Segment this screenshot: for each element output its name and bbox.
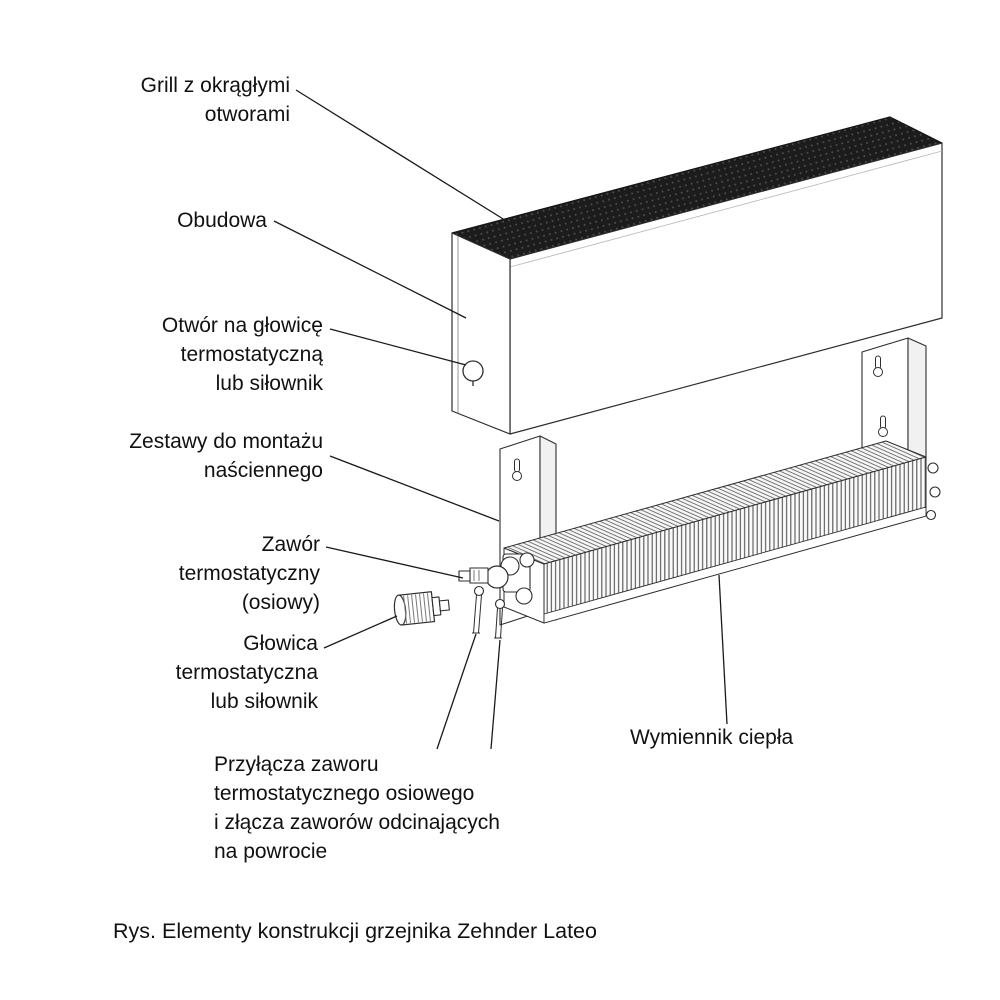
- thermostat-opening-hole: [462, 360, 484, 382]
- leader-glowica: [323, 615, 398, 649]
- label-glowica: Głowica termostatyczna lub siłownik: [175, 632, 318, 713]
- exchanger-bottom-rail: [543, 506, 927, 624]
- leader-wymiennik: [718, 574, 728, 725]
- valve-illustration: [458, 552, 535, 639]
- leader-zestawy: [329, 455, 500, 522]
- label-otwor: Otwór na głowicę termostatyczną lub siło…: [161, 314, 323, 395]
- thermostatic-head-illustration: [393, 591, 450, 626]
- leader-zawor: [325, 546, 464, 579]
- heat-exchanger-illustration: [503, 440, 941, 624]
- casing-left-panel: [451, 232, 511, 435]
- label-obudowa: Obudowa: [177, 209, 267, 232]
- leader-obudowa: [273, 220, 467, 319]
- label-przylacza: Przyłącza zaworu termostatycznego osiowe…: [214, 753, 500, 863]
- leader-przylacza-1: [436, 633, 477, 750]
- leader-przylacza-2: [490, 639, 501, 750]
- label-wymiennik: Wymiennik ciepła: [630, 726, 794, 749]
- label-zestawy: Zestawy do montażu naściennego: [129, 430, 323, 482]
- leader-otwor: [329, 328, 467, 366]
- leader-lines: [273, 89, 728, 750]
- leader-grill: [295, 89, 509, 223]
- label-zawor: Zawór termostatyczny (osiowy): [178, 533, 320, 614]
- casing-illustration: [451, 116, 943, 435]
- figure-caption: Rys. Elementy konstrukcji grzejnika Zehn…: [113, 919, 597, 943]
- label-grill: Grill z okrągłymi otworami: [140, 74, 290, 126]
